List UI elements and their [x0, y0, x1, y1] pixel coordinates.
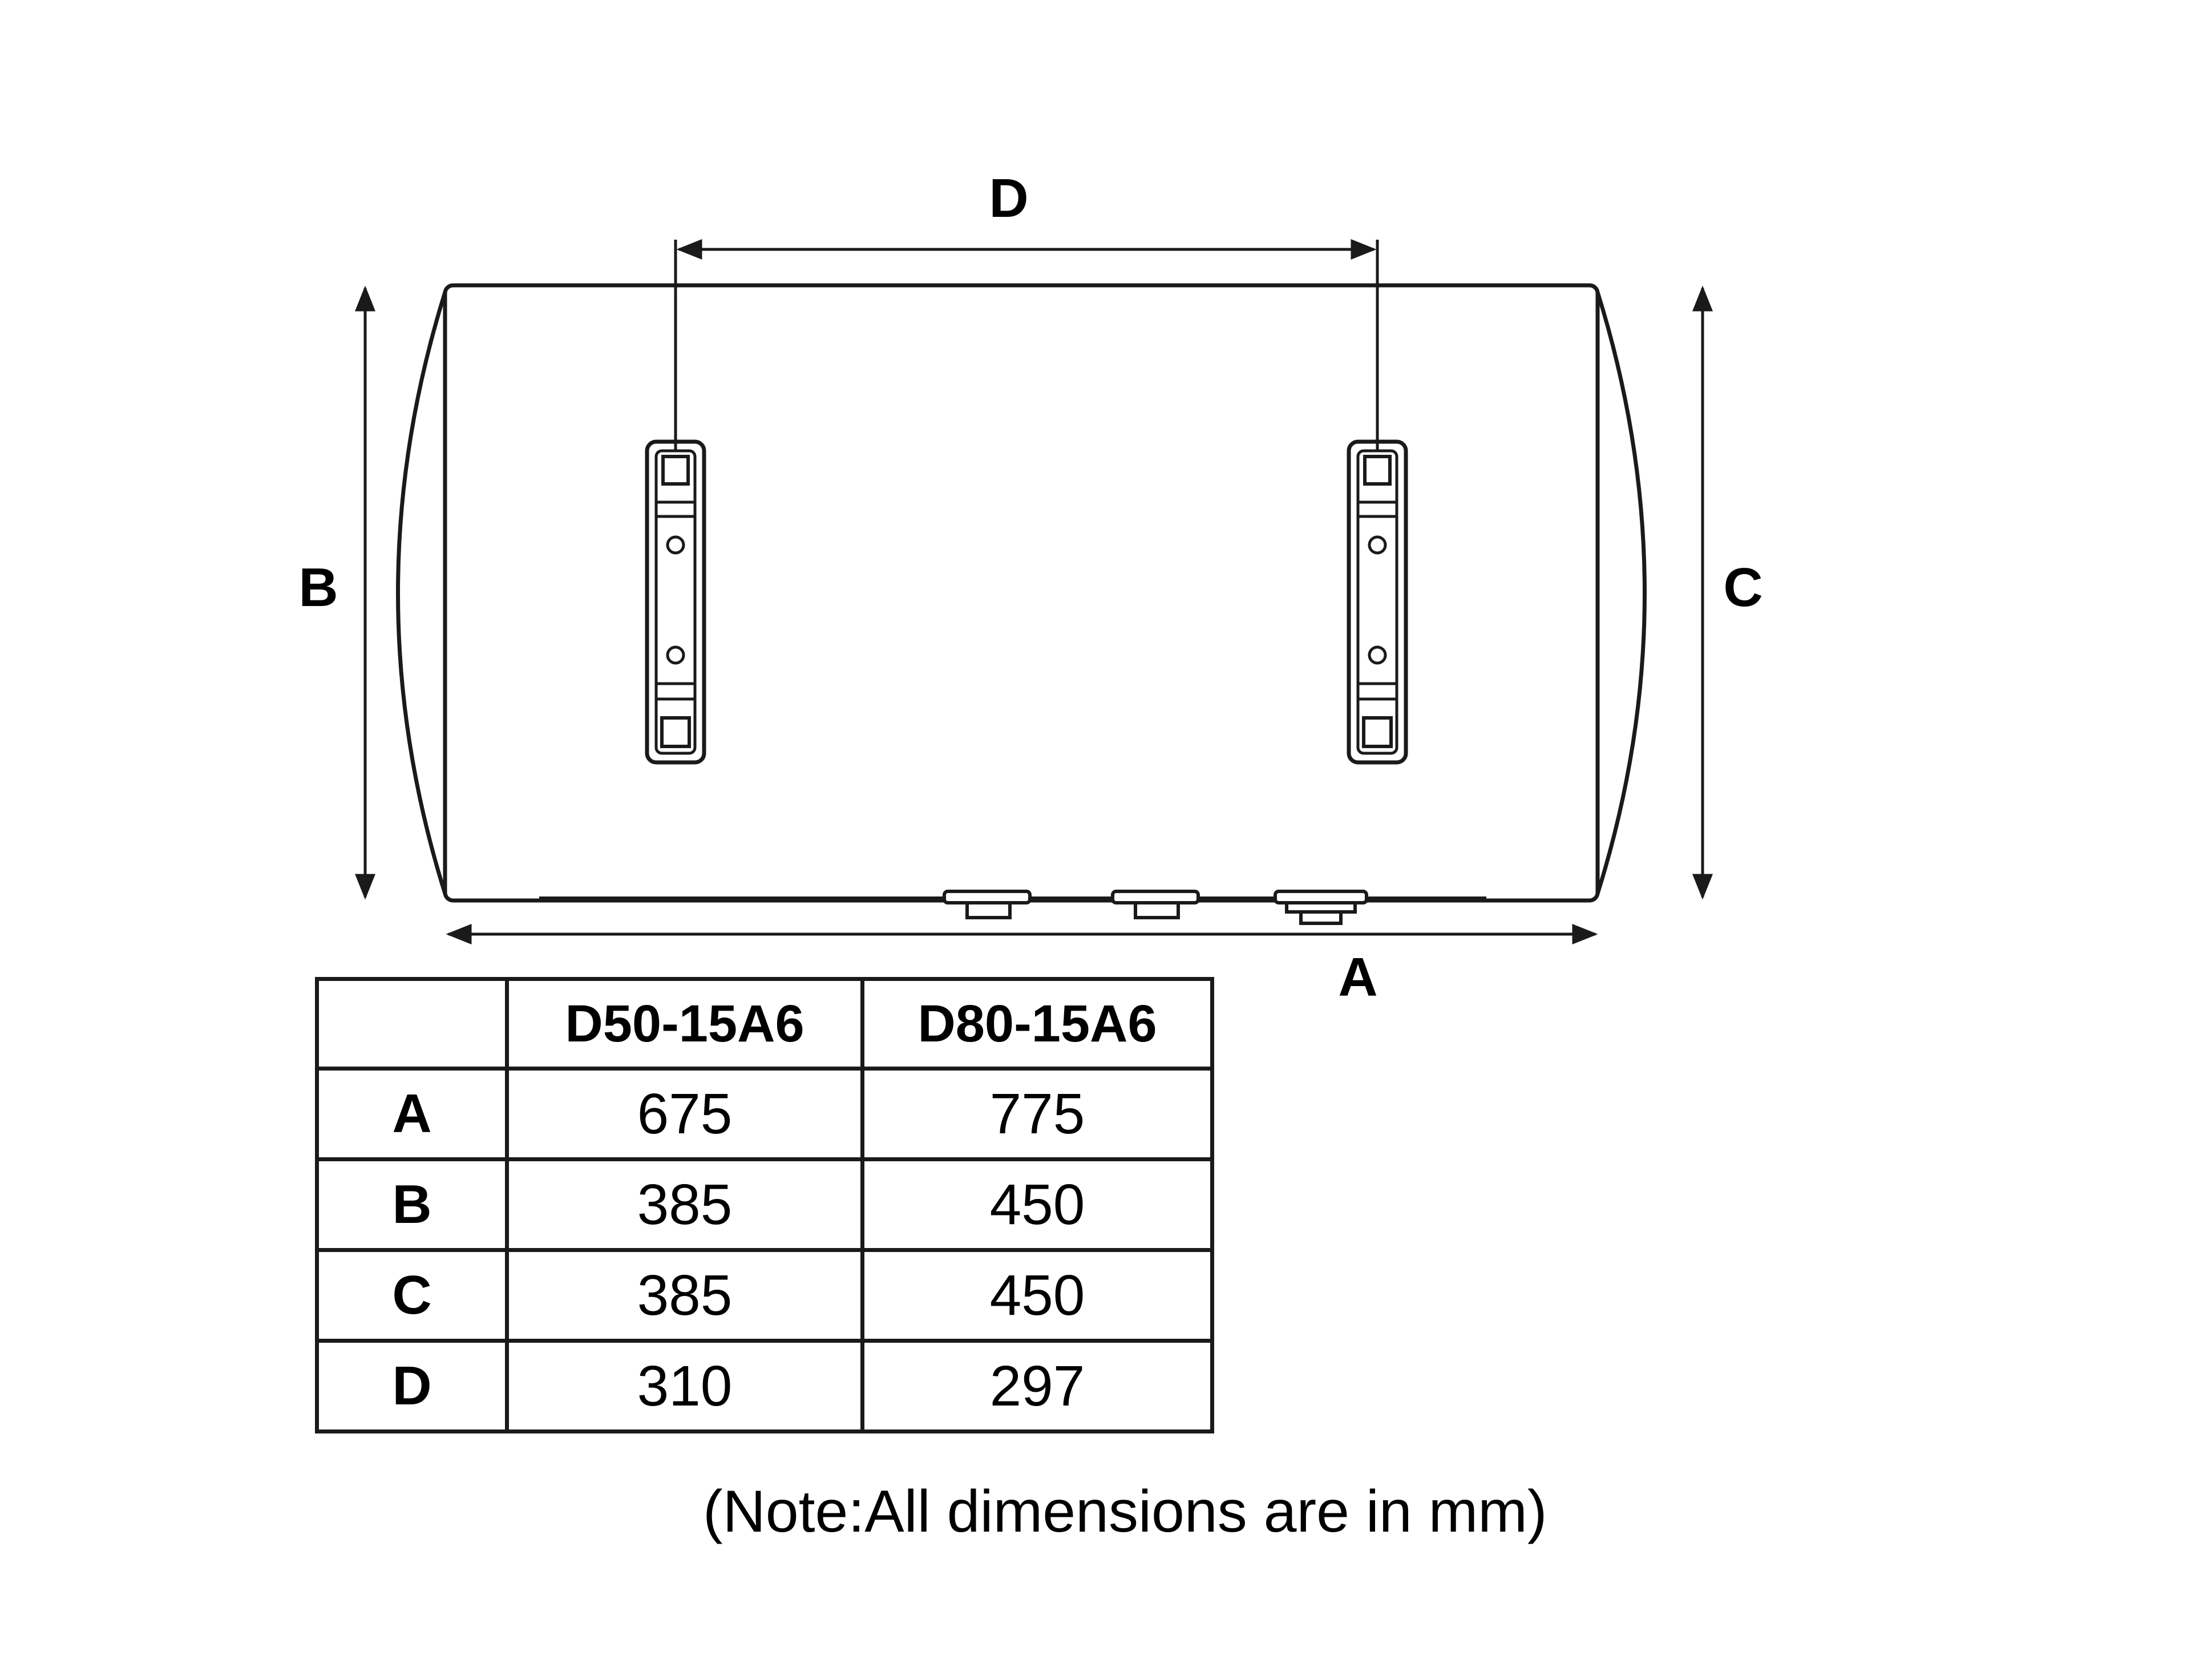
row-label: B [315, 1157, 509, 1252]
table-cell: 450 [860, 1157, 1214, 1252]
table-header-row: D50-15A6 D80-15A6 [315, 977, 1214, 1071]
table-cell: 450 [860, 1248, 1214, 1343]
table-cell: 675 [505, 1067, 864, 1161]
table-row: A 675 775 [315, 1067, 1214, 1161]
table-cell: 385 [505, 1157, 864, 1252]
wall-bracket-right [1347, 439, 1408, 765]
dimension-d-label: D [989, 168, 1028, 229]
row-label: A [315, 1067, 509, 1161]
tank-outline [443, 283, 1600, 903]
model-header-d50: D50-15A6 [505, 977, 864, 1071]
outlet-pipe-fitting [1111, 890, 1200, 919]
table-row: B 385 450 [315, 1157, 1214, 1252]
units-note: (Note:All dimensions are in mm) [703, 1479, 1547, 1545]
dimension-a-label: A [1338, 947, 1377, 1008]
tank-left-cap [396, 291, 447, 895]
table-row: D 310 297 [315, 1339, 1214, 1433]
row-label: C [315, 1248, 509, 1343]
dimension-d [674, 239, 1379, 451]
row-label: D [315, 1339, 509, 1433]
drain-fitting [1274, 890, 1368, 925]
dimension-b-label: B [298, 557, 338, 618]
tank-right-cap [1595, 291, 1647, 895]
table-cell: 775 [860, 1067, 1214, 1161]
table-corner-cell [315, 977, 509, 1071]
tank-body [396, 283, 1647, 903]
dimension-c-label: C [1723, 557, 1762, 618]
table-cell: 310 [505, 1339, 864, 1433]
table-cell: 385 [505, 1248, 864, 1343]
bottom-fittings [943, 890, 1368, 925]
dimension-table: D50-15A6 D80-15A6 A 675 775 B 385 450 C … [315, 977, 1214, 1433]
wall-bracket-left [645, 439, 706, 765]
table-row: C 385 450 [315, 1248, 1214, 1343]
table-cell: 297 [860, 1339, 1214, 1433]
model-header-d80: D80-15A6 [860, 977, 1214, 1071]
inlet-pipe-fitting [943, 890, 1032, 919]
